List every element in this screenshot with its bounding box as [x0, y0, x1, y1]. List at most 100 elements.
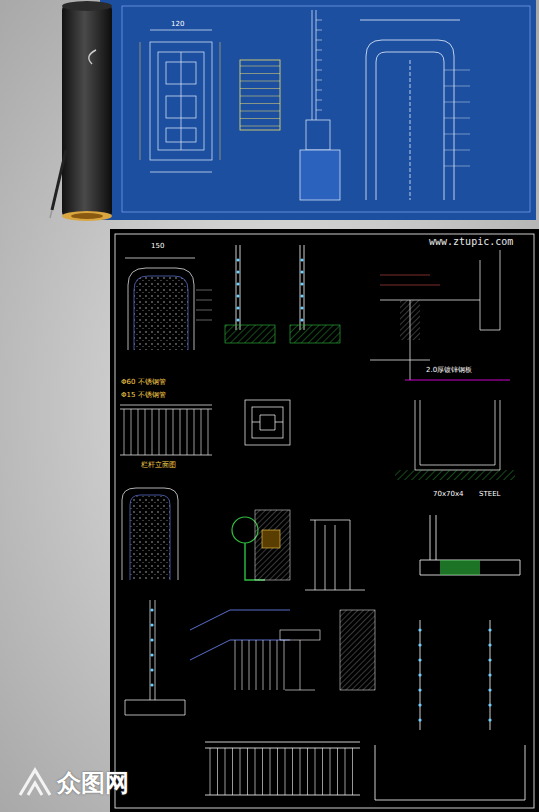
anchor-dot [418, 688, 421, 691]
stroke [138, 409, 139, 455]
stroke [232, 748, 233, 795]
stroke [307, 748, 308, 795]
stroke [277, 640, 278, 690]
watermark-brand: 众图网 [56, 770, 130, 798]
stroke [240, 81, 280, 82]
stroke [240, 111, 280, 112]
anchor-dot [150, 683, 153, 686]
material-note: 2.0厚镀锌钢板 [425, 366, 473, 374]
anchor-dot [300, 282, 303, 285]
stroke [444, 118, 470, 119]
stroke [316, 70, 322, 71]
material-note: STEEL [478, 490, 501, 498]
stroke [256, 640, 257, 690]
stroke [240, 66, 280, 67]
watermark-logo [20, 770, 50, 795]
stroke [255, 748, 256, 795]
anchor-dot [418, 703, 421, 706]
anchor-dot [236, 258, 239, 261]
anchor-dot [418, 673, 421, 676]
anchor-dot [300, 294, 303, 297]
paper-roll [62, 1, 112, 221]
anchor-dot [300, 318, 303, 321]
watermark-url: www.ztupic.com [428, 236, 514, 248]
stroke [444, 150, 470, 151]
anchor-dot [150, 653, 153, 656]
anchor-dot [236, 306, 239, 309]
stroke [187, 409, 188, 455]
stroke [316, 110, 322, 111]
stroke [316, 60, 322, 61]
stroke [444, 70, 470, 71]
stroke [316, 100, 322, 101]
stroke [444, 86, 470, 87]
anchor-dot [236, 318, 239, 321]
stroke [444, 134, 470, 135]
stroke [316, 20, 322, 21]
stroke [225, 748, 226, 795]
anchor-dot [488, 718, 491, 721]
blueprint-sheet [100, 0, 536, 220]
anchor-dot [150, 608, 153, 611]
stroke [352, 748, 353, 795]
stroke [124, 409, 125, 455]
stroke [201, 409, 202, 455]
stroke [316, 80, 322, 81]
anchor-dot [418, 658, 421, 661]
stroke [217, 748, 218, 795]
stroke [316, 40, 322, 41]
stroke [208, 409, 209, 455]
anchor-dot [488, 673, 491, 676]
stroke [337, 748, 338, 795]
stroke [316, 90, 322, 91]
stroke [240, 96, 280, 97]
stroke [322, 748, 323, 795]
stroke [240, 126, 280, 127]
anchor-dot [150, 638, 153, 641]
stroke [270, 640, 271, 690]
stroke [240, 748, 241, 795]
anchor-dot [236, 282, 239, 285]
stroke [152, 409, 153, 455]
stroke [240, 118, 280, 119]
stroke [277, 748, 278, 795]
stroke [194, 409, 195, 455]
stroke [240, 103, 280, 104]
stroke [262, 748, 263, 795]
stroke [316, 30, 322, 31]
anchor-dot [488, 688, 491, 691]
stroke [159, 409, 160, 455]
anchor-dot [150, 623, 153, 626]
stroke [315, 748, 316, 795]
pipe-callout: Φ60 不锈钢管 [120, 378, 167, 386]
stroke [247, 748, 248, 795]
stroke [240, 73, 280, 74]
cad-sheet [110, 229, 539, 812]
stroke [300, 748, 301, 795]
section-size: 70x70x4 [432, 490, 465, 498]
anchor-dot [488, 628, 491, 631]
anchor-dot [236, 294, 239, 297]
stroke [444, 166, 470, 167]
stroke [270, 748, 271, 795]
anchor-dot [418, 718, 421, 721]
pen [50, 150, 66, 218]
anchor-dot [150, 668, 153, 671]
stroke [263, 640, 264, 690]
stroke [166, 409, 167, 455]
anchor-dot [300, 258, 303, 261]
anchor-dot [488, 703, 491, 706]
stroke [330, 748, 331, 795]
stroke [235, 640, 236, 690]
pipe-callout: Φ15 不锈钢管 [120, 391, 167, 399]
stroke [284, 640, 285, 690]
anchor-dot [300, 270, 303, 273]
stroke [285, 748, 286, 795]
stroke [242, 640, 243, 690]
anchor-dot [418, 628, 421, 631]
stroke [180, 409, 181, 455]
stroke [240, 88, 280, 89]
anchor-dot [488, 658, 491, 661]
